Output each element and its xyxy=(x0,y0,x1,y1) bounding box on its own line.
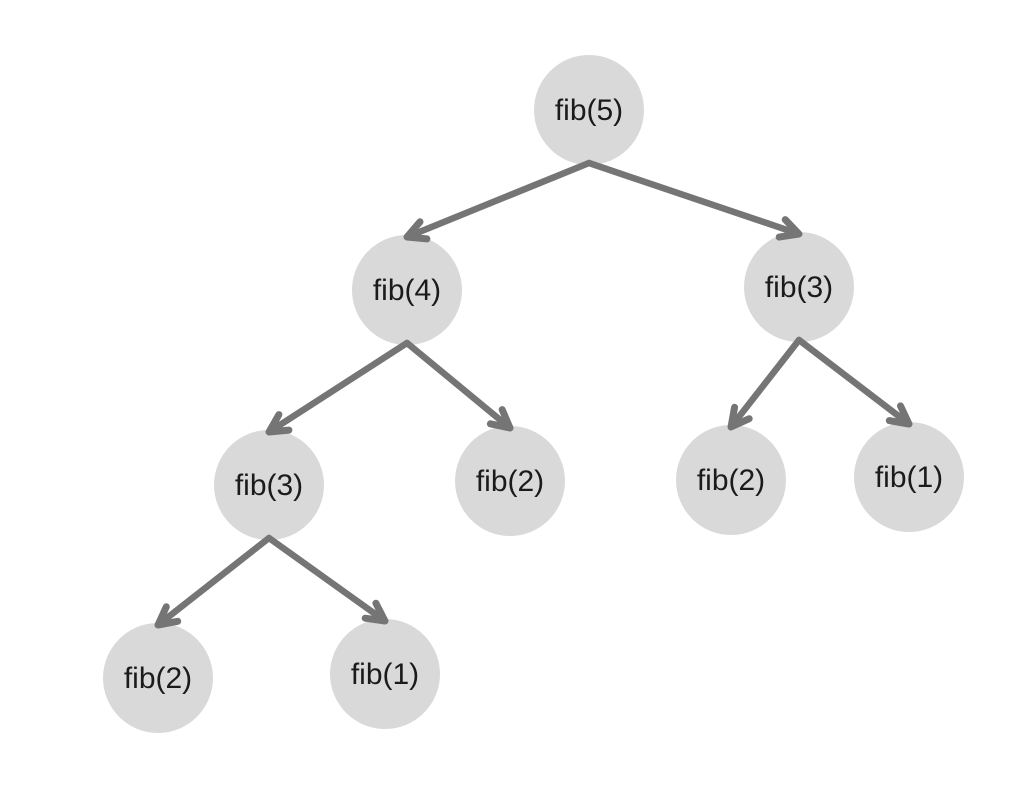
tree-node-circle-n8 xyxy=(330,619,440,729)
edge-arrowhead-icon xyxy=(154,603,182,629)
edge-line xyxy=(157,534,273,627)
edge-line xyxy=(585,159,800,237)
tree-node-label-n1: fib(4) xyxy=(373,274,441,307)
tree-edge-n1-n4 xyxy=(403,339,514,432)
tree-node-label-n8: fib(1) xyxy=(351,658,419,691)
edge-arrowhead-icon xyxy=(775,216,803,241)
tree-node-circle-n5 xyxy=(676,425,786,535)
tree-edge-n2-n5 xyxy=(727,336,803,431)
tree-node-circle-n1 xyxy=(352,235,462,345)
tree-labels-layer: fib(5) fib(4) fib(3) fib(3) fib(2) fib(2) fib(… xyxy=(124,94,943,695)
tree-edge-n3-n8 xyxy=(265,534,389,625)
edge-arrowhead-icon xyxy=(265,411,293,436)
tree-node-label-n6: fib(1) xyxy=(875,461,943,494)
edge-arrowhead-icon xyxy=(403,218,431,243)
tree-node-circle-n7 xyxy=(103,623,213,733)
tree-edge-n0-n2 xyxy=(585,159,803,241)
tree-node-label-n3: fib(3) xyxy=(235,469,303,502)
tree-edge-n1-n3 xyxy=(265,339,411,436)
tree-edges-layer xyxy=(154,159,913,629)
tree-node-label-n7: fib(2) xyxy=(124,662,192,695)
edge-line xyxy=(268,339,411,434)
tree-node-circle-n6 xyxy=(854,422,964,532)
edge-arrowhead-icon xyxy=(361,599,389,625)
tree-node-circle-n0 xyxy=(534,55,644,165)
tree-edge-n2-n6 xyxy=(795,336,913,428)
edge-arrowhead-icon xyxy=(486,406,514,432)
edge-line xyxy=(406,159,593,240)
edge-line xyxy=(729,336,803,428)
tree-nodes-layer xyxy=(103,55,964,733)
edge-arrowhead-icon xyxy=(727,403,753,431)
tree-node-circle-n4 xyxy=(455,426,565,536)
tree-node-label-n5: fib(2) xyxy=(697,464,765,497)
edge-line xyxy=(795,336,910,426)
tree-node-label-n2: fib(3) xyxy=(765,271,833,304)
edge-arrowhead-icon xyxy=(885,402,913,428)
tree-node-label-n4: fib(2) xyxy=(476,465,544,498)
edge-line xyxy=(265,534,386,623)
tree-node-label-n0: fib(5) xyxy=(555,94,623,127)
tree-node-circle-n3 xyxy=(214,430,324,540)
edge-line xyxy=(403,339,511,430)
tree-node-circle-n2 xyxy=(744,232,854,342)
tree-edge-n0-n1 xyxy=(403,159,593,243)
tree-edge-n3-n7 xyxy=(154,534,273,629)
